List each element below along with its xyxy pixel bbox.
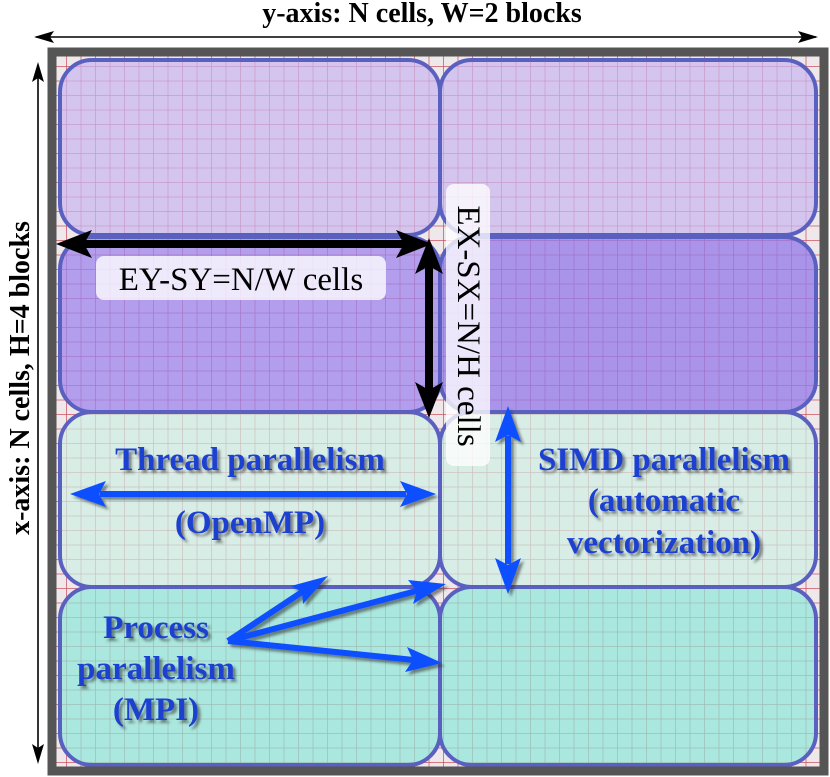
block-r3-c1 (58, 410, 442, 589)
x-axis-arrow (32, 62, 44, 764)
thread-annotation: Thread parallelism (OpenMP) (115, 442, 385, 541)
thread-text-line2: (OpenMP) (175, 505, 325, 541)
process-text-line2: parallelism (77, 651, 235, 687)
process-text-line3: (MPI) (113, 692, 199, 728)
ex-sx-arrow (415, 238, 443, 418)
thread-arrow (70, 481, 436, 507)
y-axis-label: y-axis: N cells, W=2 blocks (262, 0, 582, 29)
simd-arrow (495, 406, 521, 594)
block-r1-c2 (438, 58, 818, 237)
ey-sy-label-bg (96, 256, 386, 300)
process-arrows (226, 576, 446, 672)
domain-frame (47, 47, 829, 776)
x-axis-label: x-axis: N cells, H=4 blocks (5, 221, 36, 535)
block-r4-c2 (438, 585, 818, 767)
y-axis-arrow (34, 31, 818, 43)
block-r2-c2 (438, 235, 818, 414)
simd-annotation: SIMD parallelism (automatic vectorizatio… (538, 442, 790, 561)
process-text-line1: Process (103, 610, 209, 646)
thread-text-line1: Thread parallelism (115, 442, 385, 478)
ex-sx-label-bg (446, 184, 490, 466)
simd-text-line3: vectorization) (567, 525, 761, 561)
ey-sy-arrow (56, 230, 432, 258)
simd-text-line2: (automatic (588, 483, 740, 519)
process-annotation: Process parallelism (MPI) (77, 610, 235, 728)
simd-text-line1: SIMD parallelism (538, 442, 790, 478)
ey-sy-label: EY-SY=N/W cells (119, 262, 363, 298)
block-r1-c1 (58, 58, 442, 237)
ex-sx-label: EX-SX=N/H cells (450, 205, 486, 446)
